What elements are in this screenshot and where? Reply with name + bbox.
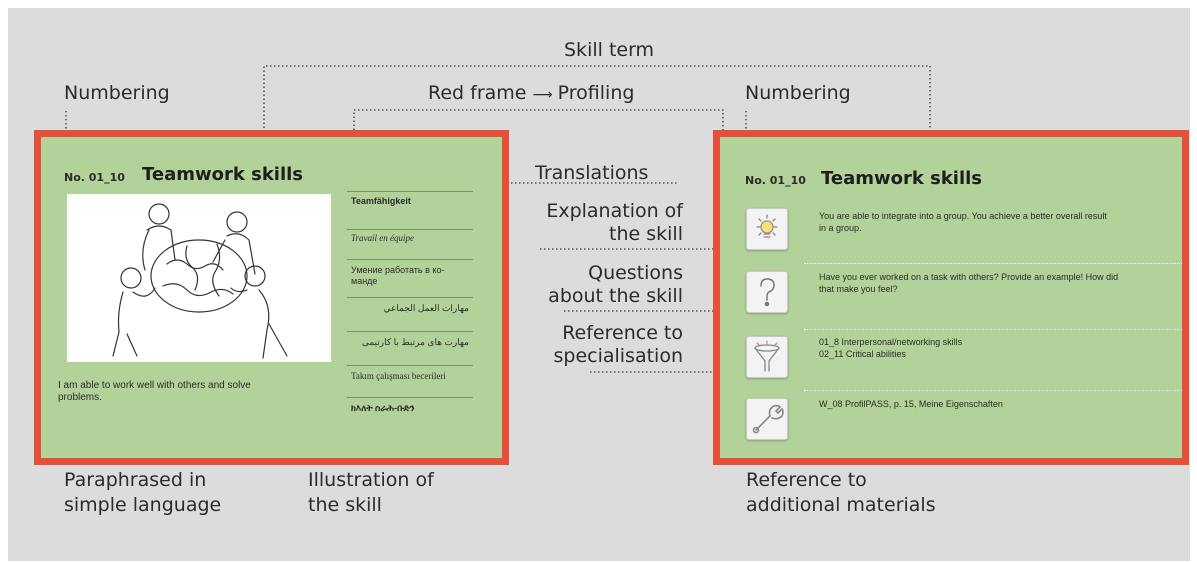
section-separator bbox=[804, 390, 1182, 391]
red-frame-profiling-label: Red frame ⟶ Profiling bbox=[428, 82, 634, 107]
translation-divider bbox=[347, 365, 473, 366]
specialisation-label-line1: Reference to bbox=[562, 322, 683, 344]
explanation-label-line2: the skill bbox=[609, 223, 683, 245]
profiling-connector bbox=[353, 109, 724, 130]
explanation-text-line2: in a group. bbox=[819, 223, 862, 233]
profiling-text: Profiling bbox=[557, 82, 635, 104]
front-card-paraphrase: I am able to work well with others and s… bbox=[58, 380, 251, 404]
section-separator bbox=[804, 329, 1182, 330]
lightbulb-icon bbox=[746, 208, 788, 250]
paraphrase-line1: I am able to work well with others and s… bbox=[58, 380, 251, 391]
additional-materials-text-line1: W_08 ProfilPASS, p. 15, Meine Eigenschaf… bbox=[819, 399, 1003, 409]
additional-materials-label: Reference to additional materials bbox=[746, 468, 936, 518]
translation-russian: Умение работать в ко- манде bbox=[351, 265, 445, 286]
questions-label-line1: Questions bbox=[588, 262, 683, 284]
specialisation-label-line2: specialisation bbox=[553, 345, 683, 367]
translation-turkish: Takım çalışması becerileri bbox=[351, 371, 446, 381]
questions-text-line1: Have you ever worked on a task with othe… bbox=[819, 272, 1119, 282]
people-with-puzzle-globe-icon bbox=[112, 203, 288, 359]
skill-term-label: Skill term bbox=[564, 39, 655, 61]
red-frame-text: Red frame bbox=[428, 82, 527, 104]
translation-persian: مهارت های مرتبط با کارتیمی bbox=[361, 337, 469, 347]
wrench-icon bbox=[746, 398, 788, 440]
numbering-label-left: Numbering bbox=[64, 82, 170, 104]
diagram-canvas: Numbering Skill term Red frame ⟶ Profili… bbox=[8, 8, 1190, 561]
translation-tigrinya: ክእለት ስራሕ-ቡድን bbox=[351, 403, 415, 413]
explanation-label: Explanation of the skill bbox=[546, 200, 683, 246]
translation-french: Travail en équipe bbox=[351, 233, 414, 243]
paraphrased-label: Paraphrased in simple language bbox=[64, 468, 221, 518]
translations-label: Translations bbox=[535, 162, 649, 184]
translation-divider bbox=[347, 229, 473, 230]
illustration-label-line2: the skill bbox=[308, 494, 382, 516]
questions-label: Questions about the skill bbox=[548, 262, 683, 308]
additional-materials-text: W_08 ProfilPASS, p. 15, Meine Eigenschaf… bbox=[819, 398, 1003, 410]
section-separator bbox=[804, 263, 1182, 264]
translation-arabic: مهارات العمل الجماعي bbox=[383, 303, 469, 313]
back-card-title: Teamwork skills bbox=[821, 168, 983, 189]
additional-materials-label-line2: additional materials bbox=[746, 494, 936, 516]
explanation-text: You are able to integrate into a group. … bbox=[819, 210, 1107, 234]
specialisation-label: Reference to specialisation bbox=[553, 322, 683, 368]
front-card: No. 01_10 Teamwork skills bbox=[34, 130, 509, 465]
translation-divider bbox=[347, 397, 473, 398]
translation-divider bbox=[347, 259, 473, 260]
paraphrased-label-line1: Paraphrased in bbox=[64, 469, 207, 491]
paraphrased-label-line2: simple language bbox=[64, 494, 222, 516]
illustration-label-line1: Illustration of bbox=[308, 469, 434, 491]
explanation-text-line1: You are able to integrate into a group. … bbox=[819, 211, 1107, 221]
translation-divider bbox=[347, 331, 473, 332]
specialisation-text-line2: 02_11 Critical abilities bbox=[819, 349, 906, 359]
specialisation-text-line1: 01_8 Interpersonal/networking skills bbox=[819, 337, 963, 347]
illustration-label: Illustration of the skill bbox=[308, 468, 434, 518]
paraphrase-line2: problems. bbox=[58, 392, 102, 403]
back-card-number: No. 01_10 bbox=[745, 174, 806, 187]
translation-divider bbox=[347, 297, 473, 298]
funnel-icon bbox=[746, 336, 788, 378]
explanation-label-line1: Explanation of bbox=[546, 200, 683, 222]
specialisation-text: 01_8 Interpersonal/networking skills 02_… bbox=[819, 336, 962, 360]
arrow-icon: ⟶ bbox=[532, 87, 553, 103]
front-card-title: Teamwork skills bbox=[142, 164, 304, 185]
additional-materials-label-line1: Reference to bbox=[746, 469, 867, 491]
teamwork-illustration bbox=[67, 194, 331, 362]
translation-german: Teamfähigkeit bbox=[351, 196, 411, 206]
questions-text: Have you ever worked on a task with othe… bbox=[819, 271, 1118, 295]
back-card: No. 01_10 Teamwork skills You are able t… bbox=[713, 130, 1189, 465]
front-card-number: No. 01_10 bbox=[64, 171, 125, 184]
question-mark-icon bbox=[746, 271, 788, 313]
numbering-label-right: Numbering bbox=[745, 82, 851, 104]
questions-text-line2: that make you feel? bbox=[819, 284, 898, 294]
questions-label-line2: about the skill bbox=[548, 285, 683, 307]
translation-divider bbox=[347, 191, 473, 192]
